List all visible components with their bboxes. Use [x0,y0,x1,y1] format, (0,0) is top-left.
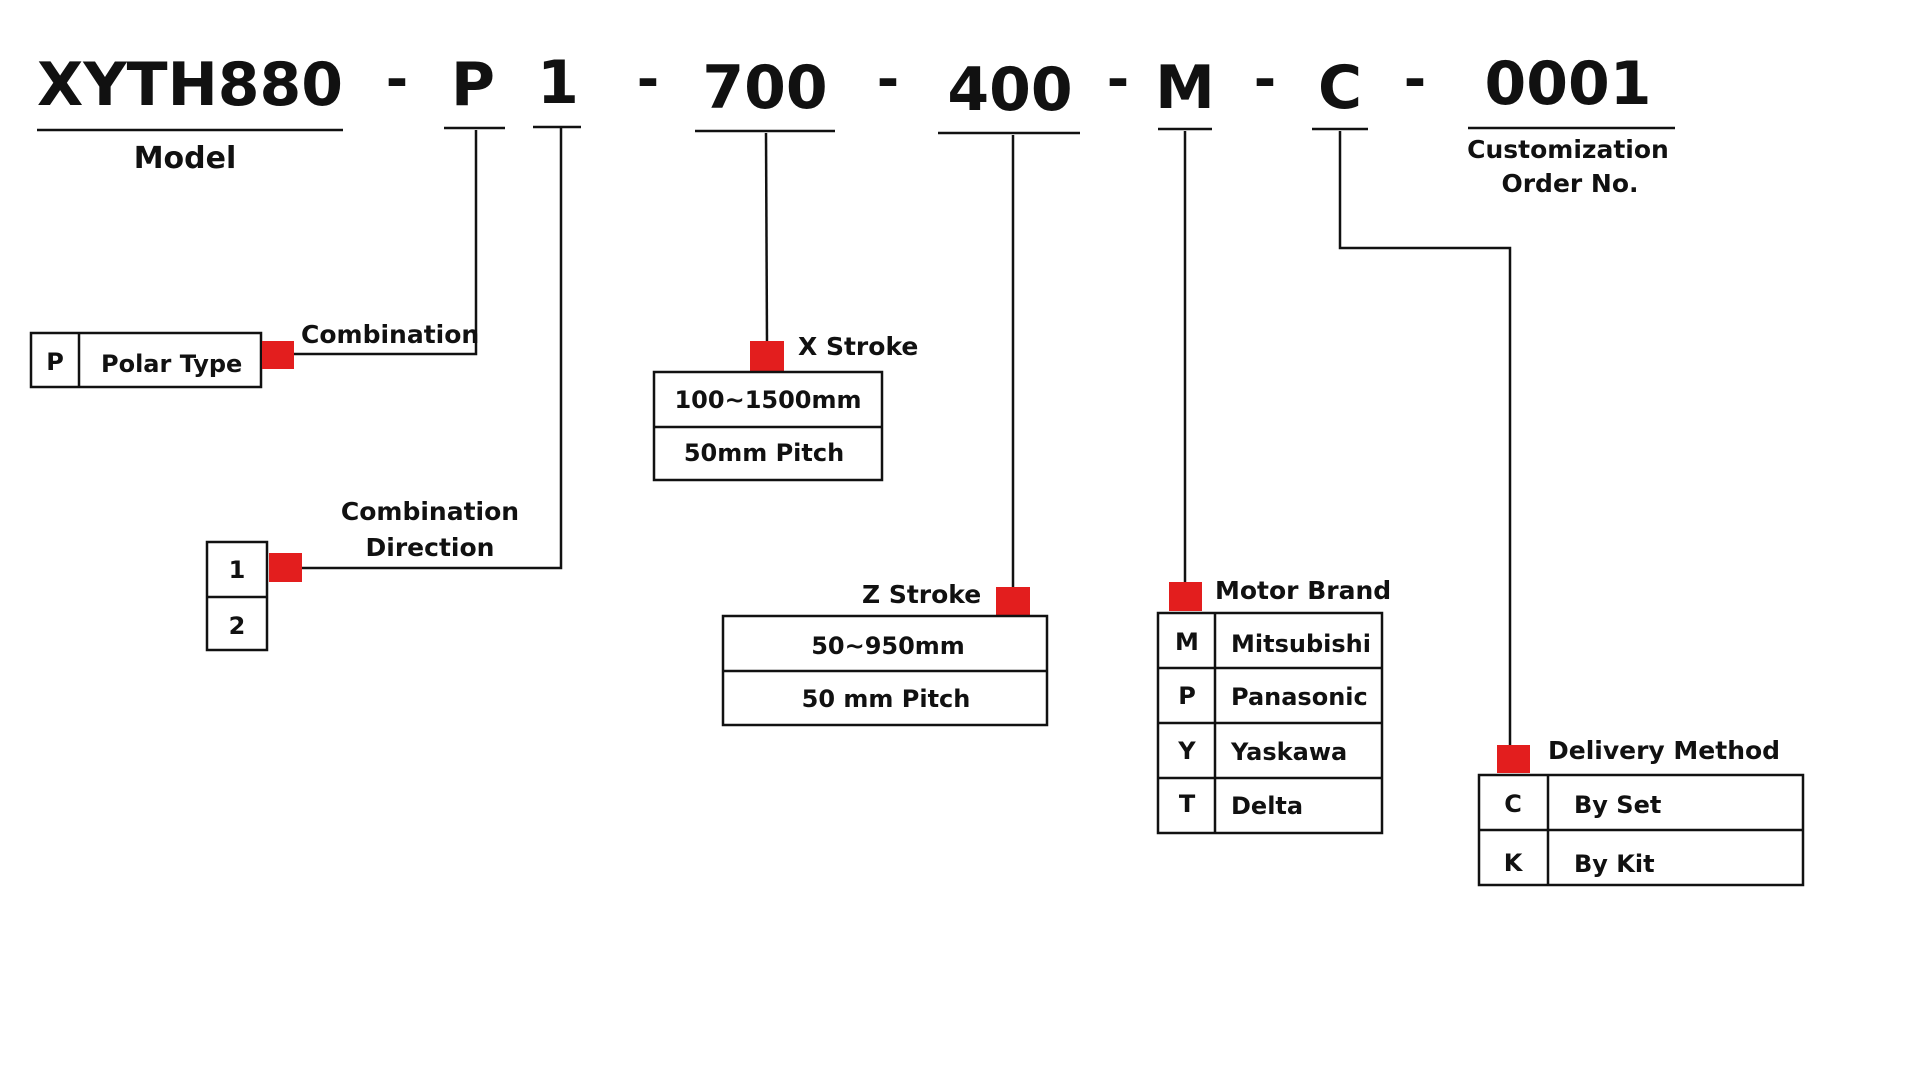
code-z-stroke: 400 [947,55,1072,125]
caption-model: Model [134,141,237,176]
caption-order-line2: Order No. [1501,169,1638,198]
connector-x-stroke [764,132,769,346]
x-stroke-row-1: 100~1500mm [674,386,861,414]
motor-label-3: Yaskawa [1230,738,1347,766]
direction-marker [269,553,302,582]
combination-code: P [46,348,64,376]
x-stroke-row-2: 50mm Pitch [684,439,844,467]
connector-combination [290,130,478,356]
motor-code-2: P [1178,682,1196,710]
combination-box [29,331,263,389]
caption-order-line1: Customization [1467,135,1669,164]
combination-title: Combination [301,320,479,349]
delivery-table: C By Set K By Kit [1477,773,1805,887]
separator-3: - [877,48,899,111]
code-x-stroke: 700 [702,53,827,123]
delivery-title: Delivery Method [1548,736,1780,765]
code-motor: M [1155,53,1215,123]
combination-table: P Polar Type [29,331,263,389]
separator-5: - [1254,48,1276,111]
connector-delivery [1338,131,1512,745]
separator-1: - [386,48,408,111]
direction-title-line2: Direction [366,533,495,562]
separator-2: - [637,48,659,111]
motor-table: M Mitsubishi P Panasonic Y Yaskawa T Del… [1156,611,1384,835]
z-stroke-title: Z Stroke [862,580,981,609]
separator-4: - [1107,48,1129,111]
code-combination: P [451,50,495,120]
motor-marker [1169,582,1202,611]
delivery-label-1: By Set [1574,791,1661,819]
connector-direction [298,128,563,570]
code-direction: 1 [537,48,579,118]
delivery-label-2: By Kit [1574,850,1655,878]
motor-code-4: T [1179,790,1196,818]
x-stroke-table: 100~1500mm 50mm Pitch [652,370,884,482]
direction-title-line1: Combination [341,497,519,526]
motor-label-1: Mitsubishi [1231,630,1371,658]
motor-title: Motor Brand [1215,576,1391,605]
direction-row-1: 1 [229,556,246,584]
code-model: XYTH880 [37,50,343,120]
z-stroke-table: 50~950mm 50 mm Pitch [721,614,1049,727]
code-order-no: 0001 [1485,49,1652,119]
delivery-code-1: C [1504,790,1522,818]
combination-marker [262,341,294,369]
direction-table: 1 2 [205,540,269,652]
delivery-code-2: K [1504,849,1524,877]
motor-label-4: Delta [1231,792,1303,820]
direction-row-2: 2 [229,612,246,640]
motor-code-1: M [1175,628,1199,656]
motor-label-2: Panasonic [1231,683,1368,711]
z-stroke-row-1: 50~950mm [811,632,965,660]
motor-code-3: Y [1177,737,1196,765]
z-stroke-row-2: 50 mm Pitch [802,685,971,713]
delivery-marker [1497,745,1530,773]
z-stroke-marker [996,587,1030,616]
code-delivery: C [1318,53,1362,123]
x-stroke-title: X Stroke [798,332,918,361]
x-stroke-marker [750,341,784,371]
separator-6: - [1404,48,1426,111]
combination-label: Polar Type [101,350,242,378]
